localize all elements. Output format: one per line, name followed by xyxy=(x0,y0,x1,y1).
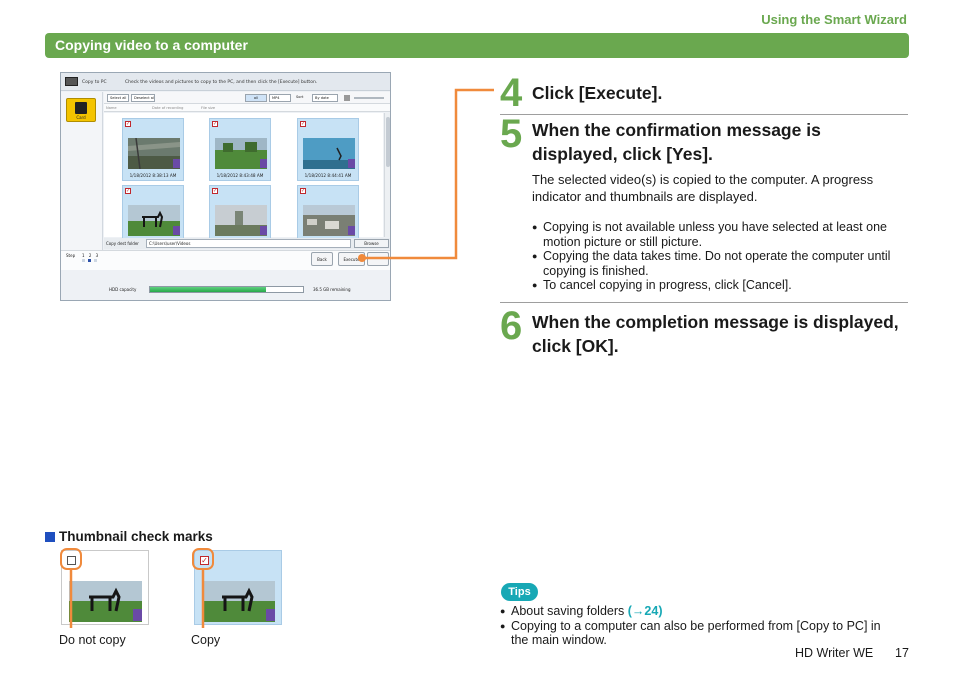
do-not-copy-label: Do not copy xyxy=(59,633,126,647)
thumbnail-tile[interactable]: ✓ 1/18/2012 8:38:13 AM xyxy=(122,118,184,181)
col-size[interactable]: File size xyxy=(201,106,216,110)
check-mark-icon[interactable]: ✓ xyxy=(300,188,306,194)
thumbnail-size-icon xyxy=(344,95,350,101)
col-name[interactable]: Name xyxy=(106,106,117,110)
window-instruction: Check the videos and pictures to copy to… xyxy=(125,80,318,85)
app-screenshot: Copy to PC Check the videos and pictures… xyxy=(60,72,391,301)
step-title: When the confirmation message is display… xyxy=(532,120,821,164)
thumbnail-caption: 1/18/2012 8:38:13 AM xyxy=(129,173,177,178)
select-all-button[interactable]: Select all xyxy=(107,94,129,102)
highlight-ring xyxy=(60,548,82,570)
hdd-remaining: 36.5 GB remaining xyxy=(313,287,351,292)
screenshot-titlebar: Copy to PC Check the videos and pictures… xyxy=(61,73,390,91)
deselect-all-button[interactable]: Deselect all xyxy=(131,94,155,102)
check-mark-icon[interactable]: ✓ xyxy=(300,121,306,127)
execute-button[interactable]: Execute xyxy=(338,252,365,266)
col-date[interactable]: Date of recording xyxy=(152,106,184,110)
step-number: 5 xyxy=(500,112,523,156)
step-title: When the completion message is displayed… xyxy=(532,312,899,356)
check-mark-icon[interactable]: ✓ xyxy=(125,121,131,127)
page-number: 17 xyxy=(895,646,909,660)
screenshot-toolbar: Select all Deselect all all MP4 Sort By … xyxy=(104,92,390,104)
thumbnail-caption: 1/18/2012 8:44:41 AM xyxy=(304,173,352,178)
view-all-button[interactable]: all xyxy=(245,94,267,102)
list-item: To cancel copying in progress, click [Ca… xyxy=(532,278,908,293)
step-row: Step 1 2 3 Back Execute xyxy=(61,250,390,270)
dest-folder-input[interactable]: C:\Users\user\Videos xyxy=(146,239,351,248)
chapter-title: Using the Smart Wizard xyxy=(761,12,907,27)
thumbnail-image xyxy=(303,138,355,169)
thumbnail-caption: 1/18/2012 8:43:48 AM xyxy=(216,173,264,178)
divider xyxy=(500,302,908,303)
step-number: 6 xyxy=(500,304,523,348)
step-title: Click [Execute]. xyxy=(532,83,663,103)
step-numbers: 1 2 3 xyxy=(82,253,100,258)
horse-image xyxy=(69,581,142,622)
tips-badge: Tips xyxy=(501,583,538,601)
thumbnail-tile[interactable]: ✓ xyxy=(122,185,184,248)
sd-card-icon[interactable]: Card xyxy=(66,98,96,122)
thumbnail-image xyxy=(215,138,267,169)
step-label: Step xyxy=(66,253,76,258)
check-mark-icon[interactable]: ✓ xyxy=(125,188,131,194)
step-5-body: The selected video(s) is copied to the c… xyxy=(532,172,874,204)
thumbnail-tile[interactable]: ✓ 1/18/2012 8:43:48 AM xyxy=(209,118,271,181)
source-panel: Card xyxy=(61,92,103,250)
divider xyxy=(500,114,908,115)
tips-list: About saving folders (→24) Copying to a … xyxy=(500,604,900,648)
highlight-ring xyxy=(192,548,214,570)
camera-icon xyxy=(65,77,78,86)
sort-label: Sort xyxy=(296,95,304,99)
window-title: Copy to PC xyxy=(82,80,107,85)
thumbnail-grid: ✓ 1/18/2012 8:38:13 AM ✓ 1/18/2012 8:43:… xyxy=(104,113,383,248)
thumbnail-image xyxy=(128,138,180,169)
copy-example: ✓ xyxy=(194,550,282,625)
section-heading: Copying video to a computer xyxy=(45,33,909,58)
grid-scrollbar[interactable] xyxy=(384,113,390,237)
format-select[interactable]: MP4 xyxy=(269,94,291,102)
horse-image xyxy=(202,581,275,622)
copy-label: Copy xyxy=(191,633,221,647)
column-header: Name Date of recording File size xyxy=(104,104,390,112)
thumbnail-image xyxy=(303,205,355,236)
thumbnail-tile[interactable]: ✓ xyxy=(209,185,271,248)
list-item: About saving folders (→24) xyxy=(500,604,900,619)
hdd-area: HDD capacity 36.5 GB remaining xyxy=(61,271,390,300)
sort-select[interactable]: By date xyxy=(312,94,338,102)
do-not-copy-example xyxy=(61,550,149,625)
step-number: 4 xyxy=(500,71,523,115)
checked-box-icon: ✓ xyxy=(200,556,209,565)
footer-product: HD Writer WE xyxy=(795,646,874,660)
back-button[interactable]: Back xyxy=(311,252,333,266)
step-5-notes: Copying is not available unless you have… xyxy=(532,220,908,293)
browse-button[interactable]: Browse xyxy=(354,239,389,248)
list-item: Copying the data takes time. Do not oper… xyxy=(532,249,908,278)
check-mark-icon[interactable]: ✓ xyxy=(212,188,218,194)
list-item: Copying to a computer can also be perfor… xyxy=(500,619,900,648)
dest-folder-row: Copy dest folder C:\Users\user\Videos Br… xyxy=(104,238,390,249)
list-item: Copying is not available unless you have… xyxy=(532,220,908,249)
zoom-slider[interactable] xyxy=(354,97,384,99)
unchecked-box-icon xyxy=(67,556,76,565)
thumbnail-marks-heading: Thumbnail check marks xyxy=(45,529,213,544)
dest-folder-label: Copy dest folder xyxy=(106,241,139,246)
hdd-label: HDD capacity xyxy=(109,287,137,292)
cancel-button[interactable] xyxy=(367,252,389,266)
thumbnail-tile[interactable]: ✓ 1/18/2012 8:44:41 AM xyxy=(297,118,359,181)
thumbnail-image xyxy=(128,205,180,236)
check-mark-icon[interactable]: ✓ xyxy=(212,121,218,127)
card-label: Card xyxy=(76,115,86,120)
page-reference-link[interactable]: (→24) xyxy=(627,604,663,618)
square-bullet-icon xyxy=(45,532,55,542)
thumbnail-image xyxy=(215,205,267,236)
hdd-capacity-bar xyxy=(149,286,304,293)
